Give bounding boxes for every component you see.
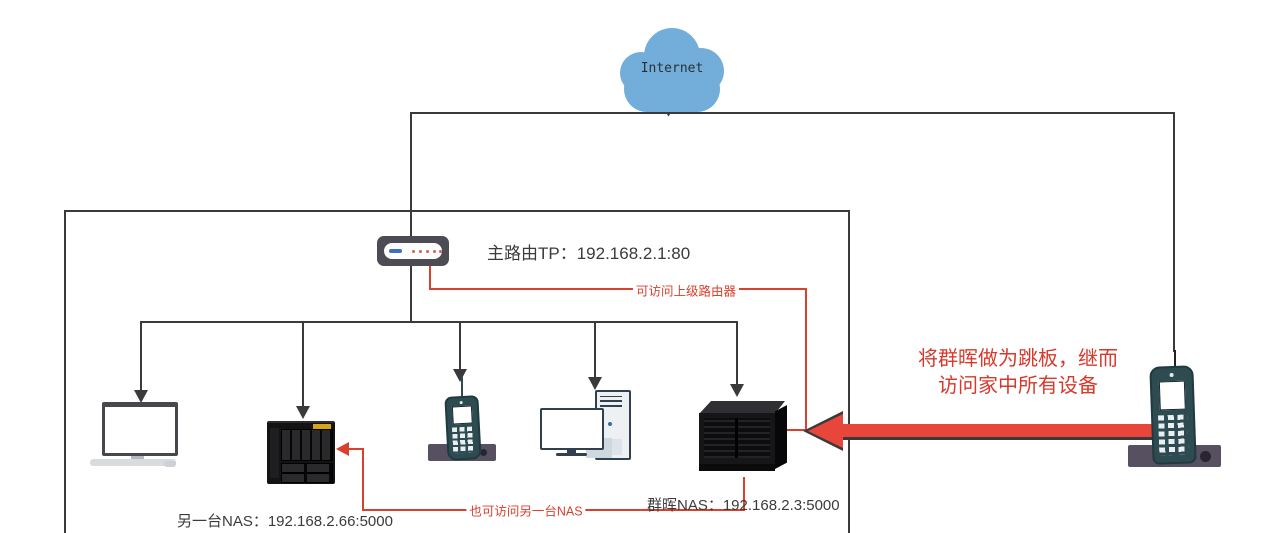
drop-line-nas bbox=[302, 321, 304, 407]
annotation-access-other-nas: 也可访问另一台NAS bbox=[466, 500, 586, 520]
other-nas-label: 另一台NAS：192.168.2.66:5000 bbox=[177, 513, 393, 530]
internet-link-line bbox=[410, 112, 1175, 114]
red-arrow-left-icon bbox=[336, 442, 349, 456]
router-uplink-line bbox=[410, 112, 412, 323]
annotation-remote-access: 将群晖做为跳板，继而 访问家中所有设备 bbox=[918, 346, 1118, 400]
red-path-other-nas bbox=[362, 448, 364, 510]
synology-nas-label: 群晖NAS：192.168.2.3:5000 bbox=[647, 497, 840, 514]
lan-bus-line bbox=[140, 321, 738, 323]
nas-icon bbox=[267, 421, 335, 484]
cordless-phone-icon bbox=[428, 372, 498, 464]
mobile-uplink-line bbox=[1173, 112, 1175, 352]
arrow-down-icon bbox=[453, 369, 467, 382]
arrow-down-icon bbox=[296, 406, 310, 419]
annotation-remote-access-line1: 将群晖做为跳板，继而 bbox=[918, 348, 1118, 370]
drop-line-pc bbox=[594, 321, 596, 378]
mobile-phone-icon bbox=[1123, 350, 1223, 470]
red-path-router bbox=[429, 288, 807, 290]
annotation-access-router: 可访问上级路由器 bbox=[632, 280, 740, 300]
internet-label: Internet bbox=[640, 61, 704, 76]
arrow-down-icon bbox=[588, 377, 602, 390]
red-path-router bbox=[805, 289, 807, 431]
drop-line-monitor bbox=[140, 321, 142, 391]
drop-line-synology bbox=[736, 321, 738, 385]
red-path-other-nas bbox=[743, 477, 745, 511]
red-path-other-nas bbox=[349, 448, 364, 450]
arrow-down-icon bbox=[730, 384, 744, 397]
desktop-computer-icon bbox=[540, 388, 632, 463]
monitor-icon bbox=[90, 400, 186, 470]
synology-nas-icon bbox=[697, 397, 789, 479]
router-label: 主路由TP：192.168.2.1:80 bbox=[487, 244, 691, 263]
annotation-remote-access-line2: 访问家中所有设备 bbox=[938, 375, 1098, 397]
arrow-down-icon bbox=[134, 390, 148, 403]
drop-line-phone bbox=[459, 321, 461, 370]
red-path-router bbox=[786, 429, 807, 431]
lan-boundary-box bbox=[64, 210, 850, 533]
red-path-router bbox=[429, 263, 431, 290]
router-icon bbox=[377, 236, 449, 266]
internet-cloud-icon: Internet bbox=[620, 28, 724, 112]
